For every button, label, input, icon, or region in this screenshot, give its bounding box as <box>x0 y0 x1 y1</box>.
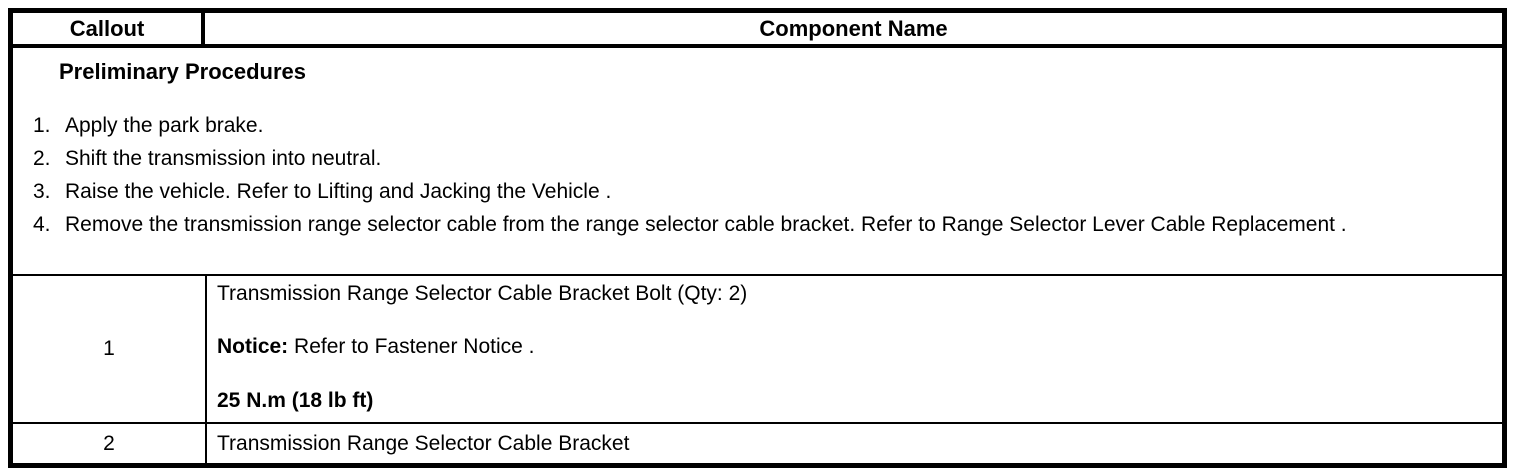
torque-spec: 25 N.m (18 lb ft) <box>217 389 374 412</box>
preliminary-procedures-section: Preliminary Procedures 1. Apply the park… <box>13 48 1502 276</box>
notice-label: Notice: <box>217 335 289 358</box>
component-callout-table: Callout Component Name Preliminary Proce… <box>8 8 1507 468</box>
preliminary-procedures-title: Preliminary Procedures <box>59 59 307 84</box>
notice-text: Refer to Fastener Notice . <box>294 335 535 358</box>
list-item: 4. Remove the transmission range selecto… <box>33 208 1502 241</box>
step-text: Raise the vehicle. Refer to Lifting and … <box>65 180 612 203</box>
list-item: 3. Raise the vehicle. Refer to Lifting a… <box>33 175 1502 208</box>
step-text: Apply the park brake. <box>65 114 264 137</box>
list-item: 1. Apply the park brake. <box>33 109 1502 142</box>
list-item: 2. Shift the transmission into neutral. <box>33 142 1502 175</box>
header-callout: Callout <box>13 13 205 44</box>
callout-number: 1 <box>13 276 207 422</box>
header-component-name: Component Name <box>759 15 948 41</box>
component-cell: Transmission Range Selector Cable Bracke… <box>207 276 1502 422</box>
notice-line: Notice: Refer to Fastener Notice . <box>217 332 1492 362</box>
step-number: 1. <box>33 114 51 137</box>
step-text: Remove the transmission range selector c… <box>65 213 1347 236</box>
callout-number: 2 <box>13 424 207 463</box>
step-number: 4. <box>33 213 51 236</box>
table-row: 2 Transmission Range Selector Cable Brac… <box>13 424 1502 463</box>
preliminary-steps-list: 1. Apply the park brake. 2. Shift the tr… <box>13 109 1502 241</box>
table-row: 1 Transmission Range Selector Cable Brac… <box>13 276 1502 424</box>
table-header-row: Callout Component Name <box>13 13 1502 48</box>
component-name-text: Transmission Range Selector Cable Bracke… <box>217 431 630 455</box>
component-cell: Transmission Range Selector Cable Bracke… <box>207 424 1502 463</box>
step-number: 3. <box>33 180 51 203</box>
step-text: Shift the transmission into neutral. <box>65 147 382 170</box>
component-name-text: Transmission Range Selector Cable Bracke… <box>217 282 748 305</box>
step-number: 2. <box>33 147 51 170</box>
